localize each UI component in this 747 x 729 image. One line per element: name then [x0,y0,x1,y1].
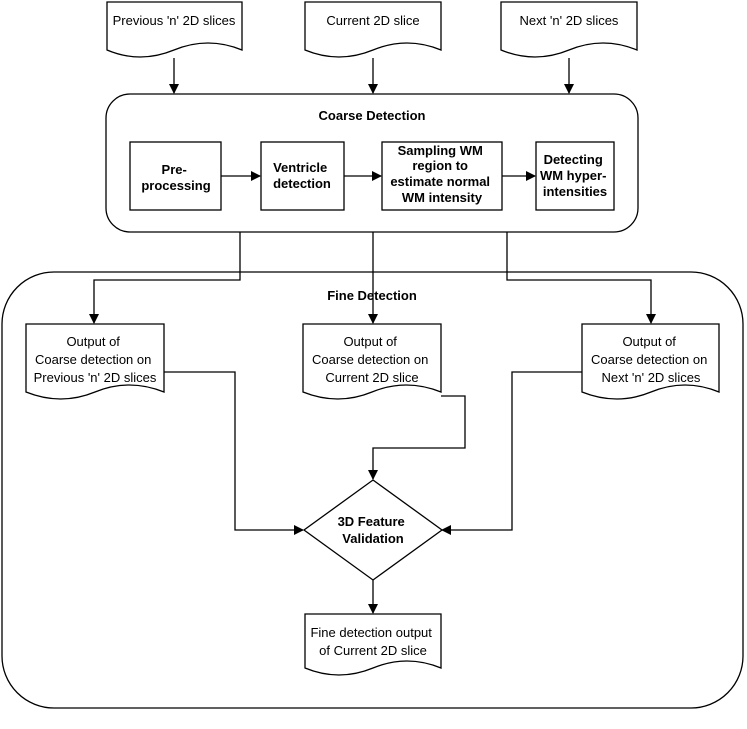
input-previous-slices: Previous 'n' 2D slices [106,1,243,58]
step-sampling-wm: Sampling WM region to estimate normal WM… [381,141,503,211]
output-previous-slices: Output of Coarse detection on Previous '… [25,323,165,400]
input-current-slice: Current 2D slice [304,1,442,58]
coarse-detection-container [105,93,639,233]
step-ventricle-detection: Ventricle detection [260,141,345,211]
arrow-output-next-to-validation [441,371,582,535]
svg-text:Ventricle detection: Ventricle detection [273,160,331,191]
input-next-label: Next 'n' 2D slices [520,13,619,28]
output-current-slice: Output of Coarse detection on Current 2D… [302,323,442,400]
arrow-coarse-to-output-next [506,232,656,324]
output-next-slices: Output of Coarse detection on Next 'n' 2… [581,323,720,400]
arrow-output-current-to-validation [368,395,466,480]
svg-text:Output of Coarse detecti: Output of Coarse detection on Current 2D… [312,334,432,385]
svg-text:Output of Coarse detecti: Output of Coarse detection on Previous '… [34,334,157,385]
svg-text:Sampling WM region to: Sampling WM region to estimate normal WM… [390,143,493,205]
step-detecting-wmh: Detecting WM hyper- intensities [535,141,615,211]
step-preprocessing: Pre- processing [129,141,222,211]
svg-text:Output of Coarse detecti: Output of Coarse detection on Next 'n' 2… [591,334,711,385]
input-next-slices: Next 'n' 2D slices [500,1,638,58]
svg-text:Fine detection output of: Fine detection output of Current 2D slic… [310,625,435,658]
final-output-document: Fine detection output of Current 2D slic… [304,613,442,676]
input-previous-label: Previous 'n' 2D slices [113,13,236,28]
input-current-label: Current 2D slice [326,13,419,28]
fine-detection-title: Fine Detection [327,288,417,303]
coarse-detection-title: Coarse Detection [319,108,426,123]
feature-validation-decision: 3D Feature Validation [302,479,444,581]
arrow-coarse-to-output-previous [89,232,241,324]
svg-text:Detecting WM hyper-: Detecting WM hyper- intensities [540,152,610,199]
arrow-output-previous-to-validation [164,371,304,535]
svg-text:3D Feature Validation: 3D Feature Validation [338,514,409,546]
svg-text:Pre- processing: Pre- processing [141,162,210,193]
